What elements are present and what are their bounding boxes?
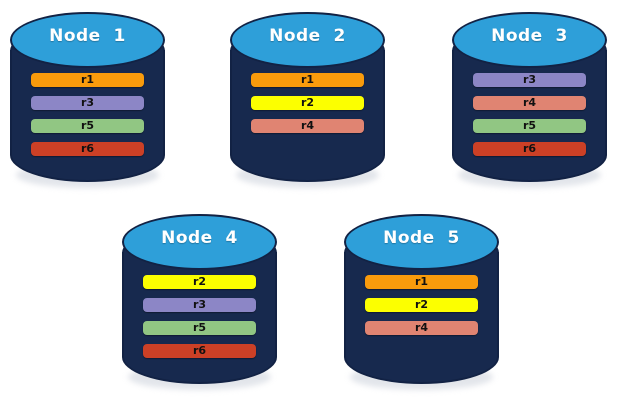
- replica-bar-r2[interactable]: r2: [365, 298, 478, 312]
- replica-bar-r4[interactable]: r4: [473, 96, 586, 110]
- replica-list: r2 r3 r5 r6: [143, 275, 256, 367]
- replica-bar-r3[interactable]: r3: [31, 96, 144, 110]
- replica-bar-r2[interactable]: r2: [251, 96, 364, 110]
- replica-bar-r3[interactable]: r3: [473, 73, 586, 87]
- replica-bar-r1[interactable]: r1: [365, 275, 478, 289]
- cylinder-top-ellipse: [10, 12, 165, 68]
- replica-list: r1 r2 r4: [251, 73, 364, 142]
- node-title: Node 3: [491, 26, 568, 46]
- database-node-4[interactable]: Node 4 r2 r3 r5 r6: [122, 212, 277, 390]
- replica-bar-r1[interactable]: r1: [251, 73, 364, 87]
- replica-bar-r1[interactable]: r1: [31, 73, 144, 87]
- replica-bar-r6[interactable]: r6: [143, 344, 256, 358]
- replica-bar-r5[interactable]: r5: [31, 119, 144, 133]
- replica-bar-r6[interactable]: r6: [31, 142, 144, 156]
- database-node-5[interactable]: Node 5 r1 r2 r4: [344, 212, 499, 390]
- cylinder-top-ellipse: [122, 214, 277, 270]
- replica-bar-r4[interactable]: r4: [251, 119, 364, 133]
- replica-bar-r3[interactable]: r3: [143, 298, 256, 312]
- node-title: Node 1: [49, 26, 126, 46]
- replica-list: r1 r2 r4: [365, 275, 478, 344]
- node-title: Node 4: [161, 228, 238, 248]
- replica-list: r1 r3 r5 r6: [31, 73, 144, 165]
- database-node-1[interactable]: Node 1 r1 r3 r5 r6: [10, 10, 165, 188]
- replica-bar-r5[interactable]: r5: [143, 321, 256, 335]
- cylinder-top-ellipse: [344, 214, 499, 270]
- database-node-3[interactable]: Node 3 r3 r4 r5 r6: [452, 10, 607, 188]
- replica-bar-r4[interactable]: r4: [365, 321, 478, 335]
- replica-bar-r5[interactable]: r5: [473, 119, 586, 133]
- replica-bar-r2[interactable]: r2: [143, 275, 256, 289]
- cylinder-top-ellipse: [452, 12, 607, 68]
- node-title: Node 2: [269, 26, 346, 46]
- node-title: Node 5: [383, 228, 460, 248]
- replica-list: r3 r4 r5 r6: [473, 73, 586, 165]
- replica-bar-r6[interactable]: r6: [473, 142, 586, 156]
- cylinder-top-ellipse: [230, 12, 385, 68]
- database-node-2[interactable]: Node 2 r1 r2 r4: [230, 10, 385, 188]
